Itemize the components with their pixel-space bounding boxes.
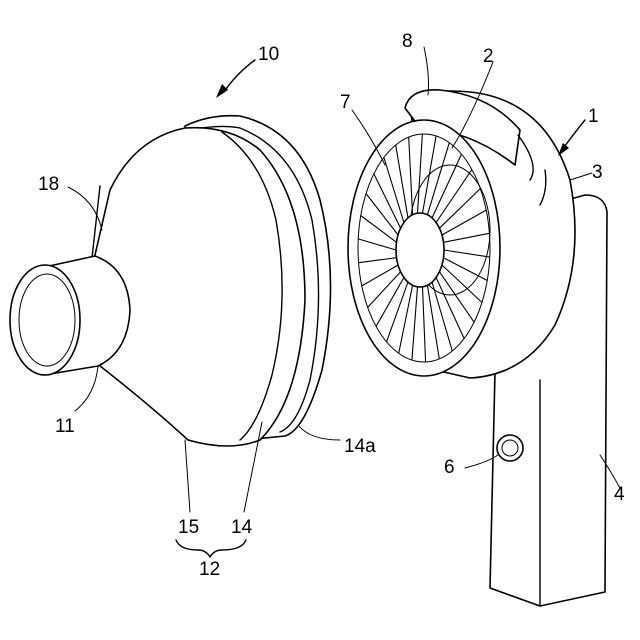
fan-head bbox=[348, 90, 575, 378]
label-10: 10 bbox=[258, 44, 279, 65]
label-4: 4 bbox=[614, 484, 625, 505]
label-7: 7 bbox=[340, 92, 351, 113]
label-18: 18 bbox=[38, 174, 59, 195]
hood-brace bbox=[176, 540, 246, 557]
attachment-hood bbox=[92, 116, 331, 446]
label-15: 15 bbox=[178, 517, 199, 538]
label-14: 14 bbox=[231, 517, 253, 538]
label-12: 12 bbox=[199, 559, 220, 580]
label-8: 8 bbox=[402, 31, 413, 52]
guard-hub bbox=[396, 213, 444, 287]
label-11: 11 bbox=[55, 416, 75, 437]
nozzle bbox=[10, 256, 130, 375]
label-6: 6 bbox=[444, 457, 455, 478]
label-1: 1 bbox=[588, 106, 599, 127]
button-6 bbox=[497, 435, 523, 461]
label-14a: 14a bbox=[344, 436, 376, 457]
label-2: 2 bbox=[483, 46, 494, 67]
label-3: 3 bbox=[592, 162, 603, 183]
